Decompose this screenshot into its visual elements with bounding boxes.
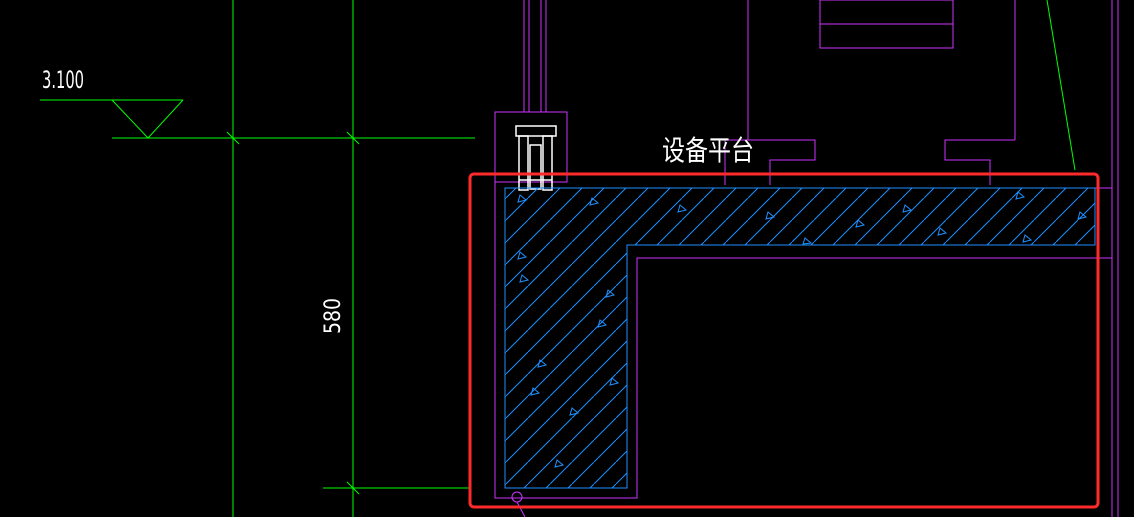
elevation-marker [40, 99, 184, 139]
platform-label: 设备平台 [662, 134, 754, 167]
highlight-box [468, 172, 1100, 509]
elevation-label: 3.100 [42, 66, 84, 94]
dimension-label: 580 [321, 298, 346, 334]
dimension-lines [112, 0, 1076, 517]
concrete-slab [504, 187, 1096, 489]
